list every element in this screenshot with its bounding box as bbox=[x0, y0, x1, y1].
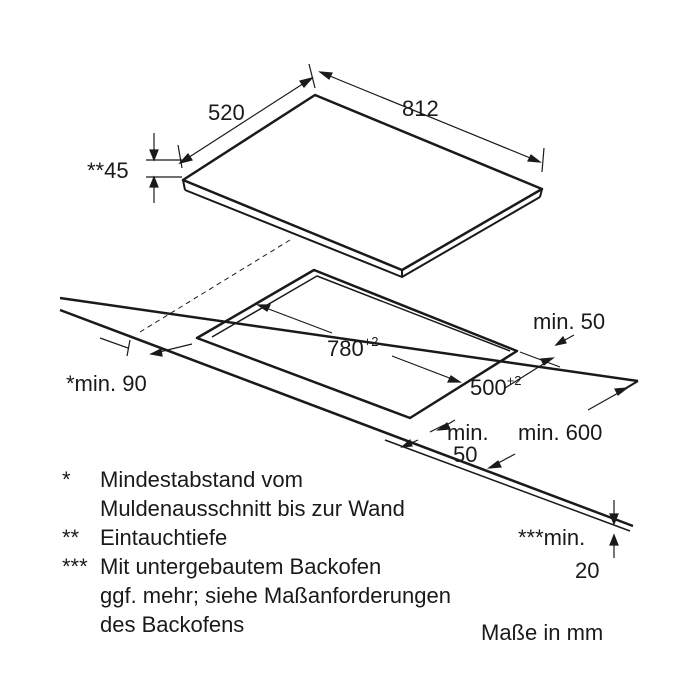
legend: * Mindestabstand vom Muldenausschnitt bi… bbox=[62, 467, 451, 637]
label-oven-min-1: ***min. bbox=[518, 525, 585, 550]
label-width-812: 812 bbox=[402, 96, 439, 121]
label-cutout-width: 780+2 bbox=[327, 334, 379, 361]
cooktop-left-side bbox=[182, 179, 186, 191]
label-cutout-depth: 500+2 bbox=[470, 373, 522, 400]
legend-line-1b: Muldenausschnitt bis zur Wand bbox=[100, 496, 405, 521]
label-depth-520: 520 bbox=[208, 100, 245, 125]
cooktop-right-side bbox=[539, 188, 543, 198]
dim-line-width bbox=[318, 71, 545, 173]
dim-line-thickness bbox=[146, 133, 182, 203]
label-wall-min: *min. 90 bbox=[66, 371, 147, 396]
label-thickness-45: **45 bbox=[87, 158, 129, 183]
dim-line-depth bbox=[177, 63, 316, 169]
label-oven-min-2: 20 bbox=[575, 558, 599, 583]
cutout bbox=[195, 268, 519, 420]
legend-mark-3: *** bbox=[62, 554, 88, 579]
worktop-back-edge bbox=[59, 296, 639, 383]
label-depth-min: min. 600 bbox=[518, 420, 602, 445]
worktop-front-edge bbox=[59, 308, 634, 528]
legend-line-2a: Eintauchtiefe bbox=[100, 525, 227, 550]
legend-mark-2: ** bbox=[62, 525, 80, 550]
legend-mark-1: * bbox=[62, 467, 71, 492]
dim-line-rear-min bbox=[554, 334, 575, 346]
dim-line-front-min bbox=[400, 424, 445, 448]
projection-dashed-line bbox=[139, 239, 291, 333]
legend-line-3b: ggf. mehr; siehe Maßanforderungen bbox=[100, 583, 451, 608]
label-front-min-1: min. bbox=[447, 420, 489, 445]
dim-line-depth-min bbox=[487, 387, 629, 469]
label-cutout-width-tolerance: +2 bbox=[364, 334, 379, 349]
worktop-front-lower-edge bbox=[384, 439, 631, 532]
cutout-inner-edge bbox=[211, 275, 511, 352]
legend-line-3a: Mit untergebautem Backofen bbox=[100, 554, 381, 579]
legend-line-3c: des Backofens bbox=[100, 612, 244, 637]
dim-line-cutout-width bbox=[256, 304, 462, 383]
legend-line-1a: Mindestabstand vom bbox=[100, 467, 303, 492]
cutout-outer bbox=[195, 268, 519, 420]
dim-line-wall-min bbox=[99, 337, 193, 357]
worktop bbox=[59, 296, 639, 532]
label-cutout-depth-tolerance: +2 bbox=[507, 373, 522, 388]
dim-line-oven-min bbox=[609, 500, 619, 558]
label-rear-min: min. 50 bbox=[533, 309, 605, 334]
cooktop bbox=[181, 93, 544, 278]
label-front-min-2: 50 bbox=[453, 442, 477, 467]
unit-note: Maße in mm bbox=[481, 620, 603, 645]
dim-line-cutout-depth bbox=[436, 351, 561, 431]
